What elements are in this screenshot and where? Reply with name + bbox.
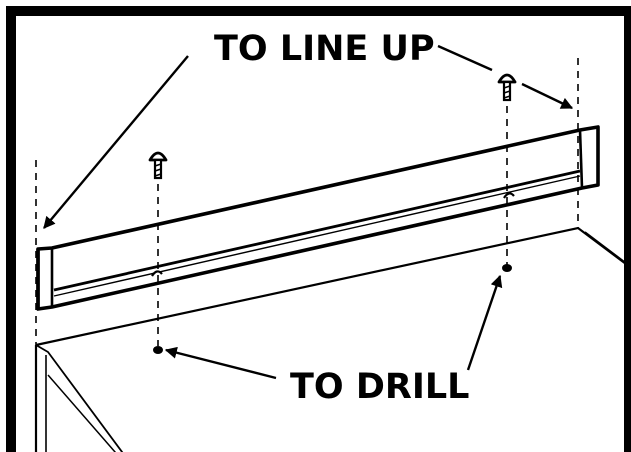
screw-icon <box>148 151 168 180</box>
leader-arrows <box>43 44 574 380</box>
screw-icon <box>497 73 517 102</box>
wall-frame <box>6 6 631 452</box>
line-up-label: TO LINE UP <box>214 29 435 69</box>
drill-holes <box>153 264 512 354</box>
mounting-rail <box>36 125 600 311</box>
drill-guide-lines <box>157 106 508 346</box>
alignment-lines <box>35 58 579 345</box>
drill-label: TO DRILL <box>290 367 469 407</box>
